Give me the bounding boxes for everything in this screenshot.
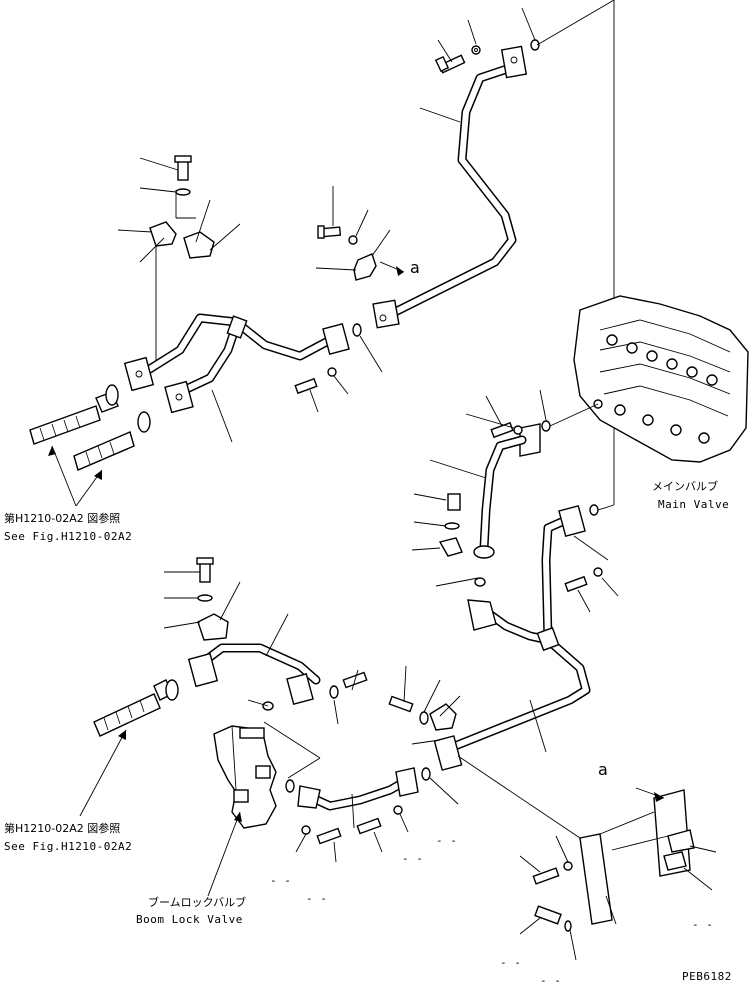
boom-lock-valve-label-jp: ブームロックバルブ [148,896,247,909]
reference-upper-jp: 第H1210-02A2 図参照 [4,512,121,525]
marker-a-lower: a [598,760,608,779]
upper-right-pipe [372,45,528,329]
main-valve-label-jp: メインバルブ [652,480,718,493]
dash-mark: - - [436,834,458,847]
middle-pipe-set [438,420,551,559]
clamp-set-middle [317,225,377,281]
boom-lock-valve-label-en: Boom Lock Valve [136,913,243,926]
drawing-code: PEB6182 [682,970,732,983]
reference-upper-en: See Fig.H1210-02A2 [4,530,133,543]
lower-right-bolts [564,567,603,593]
lower-main-pipe [433,504,599,771]
top-bolt-set [434,39,540,74]
marker-a-upper: a [410,258,420,277]
dash-mark: - - [540,974,562,985]
boom-lock-valve [213,701,295,829]
upper-hoses [29,384,151,471]
lower-left-pipe [187,643,321,706]
bracket-assembly [457,755,695,925]
dash-mark: - - [306,892,328,905]
dash-mark: - - [692,918,714,931]
reference-lower-jp: 第H1210-02A2 図参照 [4,822,121,835]
boom-lock-pipe [297,767,431,811]
lower-bolts-a [329,671,457,731]
main-valve-label-en: Main Valve [658,498,730,511]
boom-lock-bolts [301,805,403,845]
bracket-bolts [532,861,573,932]
upper-left-pipes [123,313,350,414]
reference-lower-en: See Fig.H1210-02A2 [4,840,133,853]
dash-mark: - - [500,956,522,969]
dash-mark: - - [402,852,424,865]
lower-left-clamp [196,557,229,641]
upper-left-bolts [294,323,362,395]
main-valve [573,295,749,463]
upper-left-clamp [149,155,215,259]
dash-mark: - - [270,874,292,887]
lower-hose [93,679,179,737]
